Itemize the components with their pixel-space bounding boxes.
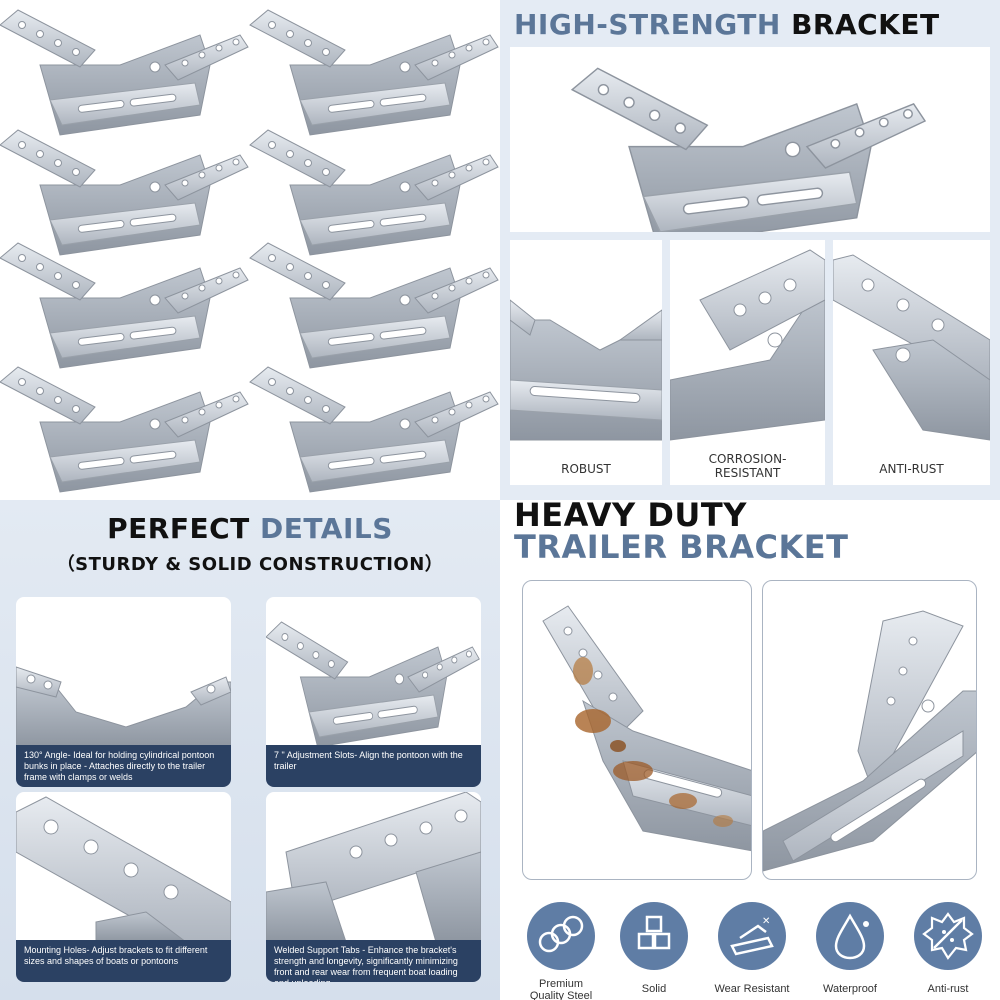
feature-label: Solid	[641, 983, 667, 995]
clean-bracket-card	[762, 580, 977, 880]
heavy-duty-title-line1: HEAVY DUTY	[514, 500, 747, 534]
feature-label: Waterproof	[822, 983, 877, 995]
feature-label: Premium Quality Steel	[529, 978, 593, 1000]
detail-caption: Welded Support Tabs - Enhance the bracke…	[266, 940, 481, 982]
steel-bars-icon	[527, 902, 595, 970]
feature-label: ROBUST	[561, 462, 611, 476]
angle-detail-card: 130° Angle- Ideal for holding cylindrica…	[16, 597, 231, 787]
detail-caption: 130° Angle- Ideal for holding cylindrica…	[16, 745, 231, 787]
bracket-set-panel	[0, 0, 500, 500]
bracket-set-image	[0, 9, 499, 493]
bracket-image	[249, 242, 499, 369]
bracket-image	[0, 242, 249, 369]
bracket-image	[249, 9, 499, 136]
robust-detail: ROBUST	[510, 240, 662, 485]
title-accent: HIGH-STRENGTH	[514, 8, 781, 41]
feature-label: CORROSION- RESISTANT	[708, 452, 787, 480]
cubes-icon	[620, 902, 688, 970]
holes-detail-card: Mounting Holes- Adjust brackets to fit d…	[16, 792, 231, 982]
feature-label: Anti-rust	[927, 983, 969, 995]
high-strength-panel: HIGH-STRENGTH BRACKET ROBUST CORROSION- …	[500, 0, 1000, 500]
feature-label: Wear Resistant	[714, 983, 790, 995]
heavy-duty-title-line2: TRAILER BRACKET	[514, 528, 849, 566]
rusted-bracket-card	[522, 580, 752, 880]
water-drop-icon	[816, 902, 884, 970]
bracket-image	[0, 366, 249, 493]
surface-wear-icon: ✕	[718, 902, 786, 970]
page-title: HIGH-STRENGTH BRACKET	[514, 8, 940, 41]
corrosion-resistant-detail: CORROSION- RESISTANT	[670, 240, 825, 485]
bracket-image	[0, 129, 249, 256]
bracket-hero-image	[510, 47, 990, 232]
anti-rust-detail: ANTI-RUST	[833, 240, 990, 485]
anti-rust-icon	[914, 902, 982, 970]
bracket-image	[249, 129, 499, 256]
feature-label: ANTI-RUST	[879, 462, 944, 476]
details-subtitle: （STURDY & SOLID CONSTRUCTION）	[56, 554, 444, 575]
svg-text:✕: ✕	[762, 916, 770, 927]
tabs-detail-card: Welded Support Tabs - Enhance the bracke…	[266, 792, 481, 982]
bracket-image	[0, 9, 249, 136]
bracket-image	[249, 366, 499, 493]
slots-detail-card: 7 " Adjustment Slots- Align the pontoon …	[266, 597, 481, 787]
detail-caption: 7 " Adjustment Slots- Align the pontoon …	[266, 745, 481, 787]
heavy-duty-panel: HEAVY DUTY TRAILER BRACKET	[500, 500, 1000, 1000]
title-main: PERFECT	[107, 512, 250, 545]
details-title: PERFECT DETAILS	[0, 512, 500, 545]
title-main: BRACKET	[791, 8, 940, 41]
perfect-details-panel: PERFECT DETAILS （STURDY & SOLID CONSTRUC…	[0, 500, 500, 1000]
title-accent: DETAILS	[259, 512, 393, 545]
detail-caption: Mounting Holes- Adjust brackets to fit d…	[16, 940, 231, 982]
